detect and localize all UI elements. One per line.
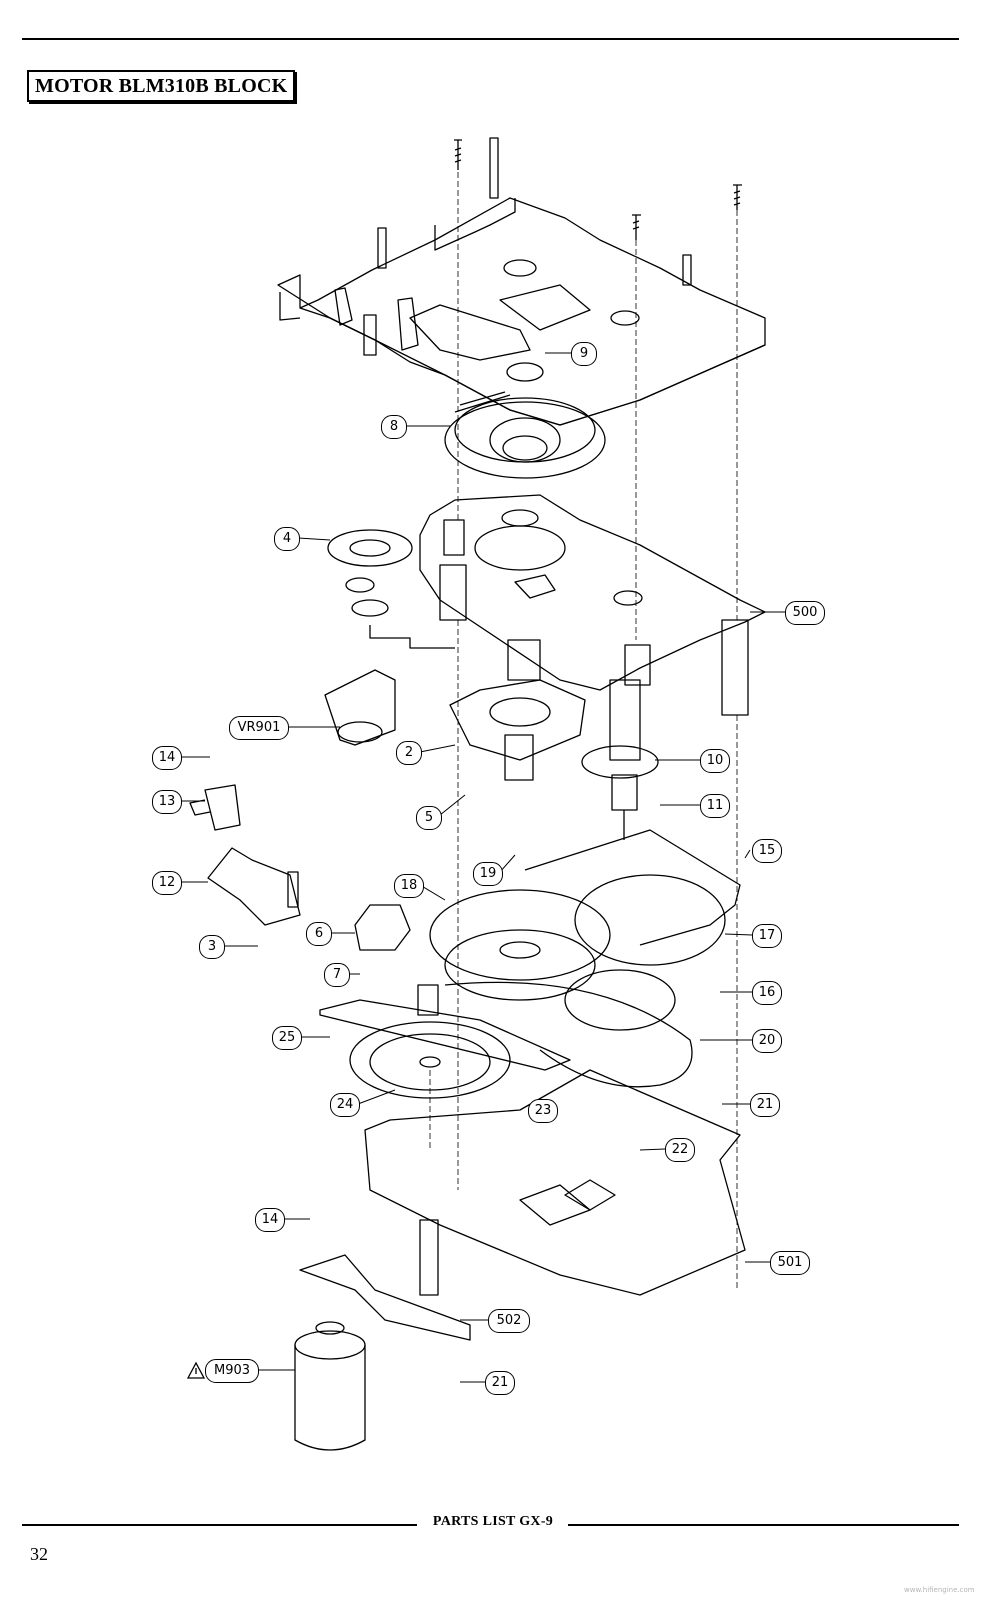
part-4-gear (327, 529, 455, 649)
part-8-gear (444, 391, 606, 479)
vr901-potentiometer (324, 669, 396, 746)
watermark: www.hifiengine.com (904, 1586, 975, 1594)
footer-section-title: PARTS LIST GX-9 (432, 1514, 554, 1529)
part-12-bracket (207, 847, 301, 926)
belts (319, 981, 693, 1088)
part-6 (354, 904, 411, 951)
chassis-screws (454, 139, 742, 240)
bottom-plate (364, 1069, 746, 1296)
m903-motor (294, 1321, 366, 1451)
chassis-posts (334, 137, 692, 356)
chassis-frame (277, 197, 766, 426)
warning-triangle-icon (186, 1361, 206, 1379)
block-title: MOTOR BLM310B BLOCK (27, 70, 296, 102)
footer-rule-left (22, 1524, 417, 1526)
part-10-flange (581, 745, 659, 840)
pillars (439, 519, 749, 761)
page-number: 32 (30, 1544, 48, 1564)
part-2-bracket (449, 679, 586, 781)
part-502-bracket (299, 1219, 471, 1341)
top-rule (22, 38, 959, 40)
part-13-bracket (189, 784, 241, 831)
middle-plate (419, 494, 766, 691)
flywheel-assembly (429, 829, 741, 1031)
footer-rule-right (568, 1524, 959, 1526)
